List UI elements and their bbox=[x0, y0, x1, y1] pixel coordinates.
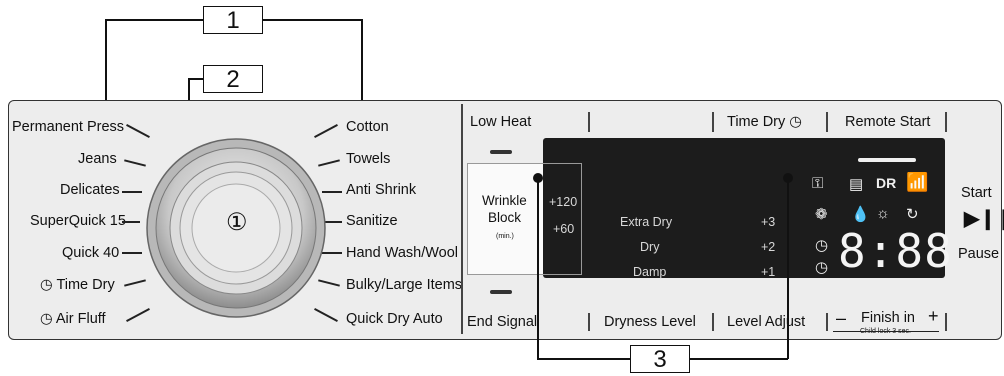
program-sanitize: Sanitize bbox=[346, 213, 398, 229]
time-dry-button[interactable]: Time Dry ◷ bbox=[727, 113, 802, 131]
leader-3b bbox=[537, 358, 630, 360]
divider-top-0 bbox=[461, 104, 463, 334]
low-heat-button[interactable]: Low Heat bbox=[470, 114, 532, 130]
program-hand-wash-wool: Hand Wash/Wool bbox=[346, 245, 459, 261]
divider-top-3 bbox=[826, 112, 828, 132]
dryness-level-button[interactable]: Dryness Level bbox=[604, 314, 696, 330]
adjust-plus2: +2 bbox=[761, 240, 776, 254]
program-quick-dry-auto: Quick Dry Auto bbox=[346, 311, 443, 327]
program-delicates: Delicates bbox=[60, 182, 120, 198]
finish-in-minus-button[interactable]: – bbox=[836, 308, 847, 328]
divider-bottom-1 bbox=[588, 313, 590, 331]
tick-right-3 bbox=[322, 191, 342, 193]
callout-3: 3 bbox=[630, 345, 690, 373]
clock-icon: ◷ bbox=[40, 311, 53, 327]
callout-2: 2 bbox=[203, 65, 263, 93]
power-symbol-icon: ① bbox=[226, 209, 248, 236]
program-permanent-press: Permanent Press bbox=[12, 119, 125, 135]
wrinkle-options-box bbox=[543, 163, 582, 275]
wrinkle-block-unit: (min.) bbox=[496, 233, 514, 240]
divider-top-2 bbox=[712, 112, 714, 132]
adjust-plus3: +3 bbox=[761, 215, 776, 229]
program-air-fluff-label: Air Fluff bbox=[55, 311, 106, 327]
wrinkle-option-60: +60 bbox=[553, 222, 575, 236]
divider-bottom-4 bbox=[945, 313, 947, 331]
steam-icon: ↻ bbox=[906, 206, 919, 223]
callout-1: 1 bbox=[203, 6, 263, 34]
program-knob[interactable] bbox=[145, 137, 327, 319]
tick-left-4 bbox=[122, 221, 140, 223]
wrinkle-block-button[interactable] bbox=[467, 163, 545, 275]
program-quick-40: Quick 40 bbox=[62, 245, 120, 261]
divider-top-4 bbox=[945, 112, 947, 132]
remote-start-button[interactable]: Remote Start bbox=[845, 114, 931, 130]
drop-icon: 💧 bbox=[851, 206, 870, 223]
play-pause-icon[interactable]: ▶❙❙ bbox=[964, 208, 1004, 230]
dr-label: DR bbox=[876, 175, 897, 191]
tick-right-5 bbox=[322, 252, 342, 254]
finish-in-plus-button[interactable]: + bbox=[928, 306, 939, 326]
wrinkle-block-line1: Wrinkle bbox=[482, 193, 527, 208]
timer-end-icon: ◷ bbox=[815, 259, 829, 276]
adjust-plus1: +1 bbox=[761, 265, 776, 279]
time-dry-button-label: Time Dry bbox=[727, 114, 786, 130]
program-cotton: Cotton bbox=[346, 119, 389, 135]
leader-1a bbox=[105, 19, 203, 21]
clock-icon: ◷ bbox=[40, 277, 53, 293]
timer-start-icon: ◷ bbox=[815, 237, 829, 254]
program-bulky-large-items: Bulky/Large Items bbox=[346, 277, 463, 293]
program-time-dry: ◷ Time Dry bbox=[40, 276, 115, 294]
key-icon: ⚿ bbox=[812, 175, 824, 192]
divider-bottom-3 bbox=[826, 313, 828, 331]
start-label: Start bbox=[961, 185, 992, 201]
wrinkle-block-line2: Block bbox=[488, 210, 522, 225]
program-towels: Towels bbox=[346, 151, 391, 167]
program-anti-shrink: Anti Shrink bbox=[346, 182, 417, 198]
divider-bottom-2 bbox=[712, 313, 714, 331]
sun-icon: ☼ bbox=[876, 205, 890, 222]
leader-2a bbox=[188, 78, 203, 80]
clock-icon: ◷ bbox=[789, 114, 802, 130]
low-heat-indicator bbox=[490, 150, 512, 154]
dryness-dry: Dry bbox=[640, 240, 660, 254]
program-superquick-15: SuperQuick 15 bbox=[30, 213, 126, 229]
pause-label: Pause bbox=[958, 246, 1000, 262]
divider-top-1 bbox=[588, 112, 590, 132]
end-signal-button[interactable]: End Signal bbox=[467, 314, 538, 330]
dryness-damp: Damp bbox=[633, 265, 667, 279]
program-air-fluff: ◷ Air Fluff bbox=[40, 310, 106, 328]
filter-icon: ▤ bbox=[849, 176, 864, 193]
remote-start-bar bbox=[858, 158, 916, 162]
program-time-dry-label: Time Dry bbox=[56, 277, 115, 293]
tick-left-5 bbox=[122, 252, 142, 254]
end-signal-indicator bbox=[490, 290, 512, 294]
wifi-icon: 📶 bbox=[906, 172, 929, 192]
wrinkle-option-120: +120 bbox=[549, 195, 578, 209]
child-lock-line bbox=[833, 331, 939, 332]
drop-sensor-icon: ❁ bbox=[815, 206, 828, 223]
program-jeans: Jeans bbox=[78, 151, 117, 167]
leader-3a bbox=[537, 178, 539, 359]
time-digits: 8:88 bbox=[838, 224, 953, 278]
finish-in-label: Finish in bbox=[861, 310, 915, 326]
level-adjust-button[interactable]: Level Adjust bbox=[727, 314, 806, 330]
tick-right-4 bbox=[324, 221, 342, 223]
leader-3c bbox=[787, 178, 789, 359]
leader-3d bbox=[690, 358, 788, 360]
dryness-extra-dry: Extra Dry bbox=[620, 215, 673, 229]
leader-1c bbox=[263, 19, 362, 21]
tick-left-3 bbox=[122, 191, 142, 193]
